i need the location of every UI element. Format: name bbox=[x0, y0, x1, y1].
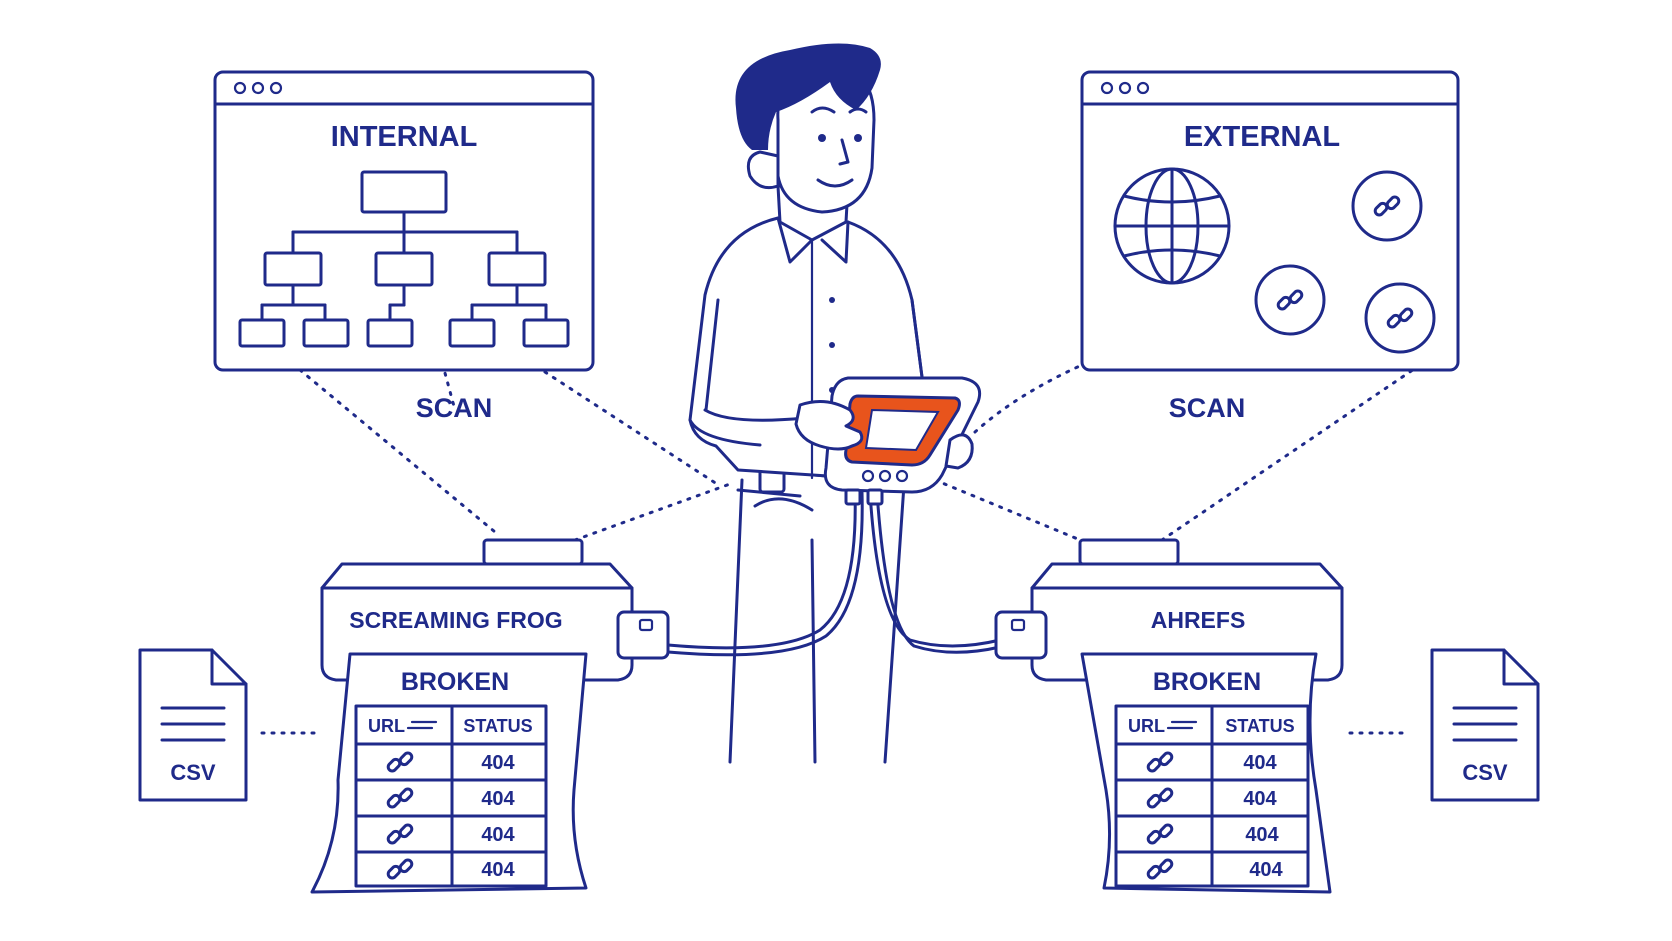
csv-label-left: CSV bbox=[170, 760, 216, 785]
internal-title: INTERNAL bbox=[331, 121, 478, 153]
left-row-status: 404 bbox=[481, 824, 515, 846]
external-panel: EXTERNAL bbox=[1080, 70, 1460, 372]
right-col-url: URL bbox=[1128, 716, 1165, 736]
left-row-status: 404 bbox=[481, 752, 515, 774]
right-col-status: STATUS bbox=[1225, 716, 1294, 736]
globe-icon bbox=[1113, 167, 1231, 285]
csv-file-left: CSV bbox=[138, 648, 248, 802]
window-dot-icon bbox=[1136, 81, 1150, 95]
right-row-status: 404 bbox=[1243, 752, 1277, 774]
left-row-status: 404 bbox=[481, 788, 515, 810]
window-dot-icon bbox=[1100, 81, 1114, 95]
external-title: EXTERNAL bbox=[1184, 121, 1340, 153]
left-col-url: URL bbox=[368, 716, 405, 736]
person-figure bbox=[666, 43, 1002, 764]
right-row-status: 404 bbox=[1249, 859, 1283, 881]
right-report-table: URL STATUS 404 404 404 404 bbox=[1114, 704, 1310, 888]
window-dot-icon bbox=[251, 81, 265, 95]
scan-label-right: SCAN bbox=[1169, 393, 1246, 423]
scan-label-left: SCAN bbox=[416, 393, 493, 423]
left-device-name: SCREAMING FROG bbox=[349, 607, 562, 633]
left-scanner-device: SCREAMING FROG BROKEN URL STATUS 404 404… bbox=[310, 538, 670, 894]
link-node-icon bbox=[1364, 282, 1436, 354]
window-dot-icon bbox=[1118, 81, 1132, 95]
right-device-name: AHREFS bbox=[1151, 607, 1246, 633]
right-report-title: BROKEN bbox=[1153, 668, 1261, 696]
cable-port-icon bbox=[616, 610, 670, 660]
left-report-title: BROKEN bbox=[401, 668, 509, 696]
window-dot-icon bbox=[233, 81, 247, 95]
link-node-icon bbox=[1351, 170, 1423, 242]
right-row-status: 404 bbox=[1245, 824, 1279, 846]
left-report-table: URL STATUS 404 404 404 404 bbox=[354, 704, 548, 888]
left-row-status: 404 bbox=[481, 859, 515, 881]
window-dot-icon bbox=[269, 81, 283, 95]
link-node-icon bbox=[1254, 264, 1326, 336]
cable-port-icon bbox=[994, 610, 1048, 660]
sitemap-tree-icon bbox=[238, 170, 570, 348]
right-scanner-device: AHREFS BROKEN URL STATUS 404 404 404 404 bbox=[994, 538, 1344, 894]
csv-label-right: CSV bbox=[1462, 760, 1508, 785]
csv-file-right: CSV bbox=[1430, 648, 1540, 802]
internal-panel: INTERNAL bbox=[213, 70, 595, 372]
right-row-status: 404 bbox=[1243, 788, 1277, 810]
left-col-status: STATUS bbox=[463, 716, 532, 736]
